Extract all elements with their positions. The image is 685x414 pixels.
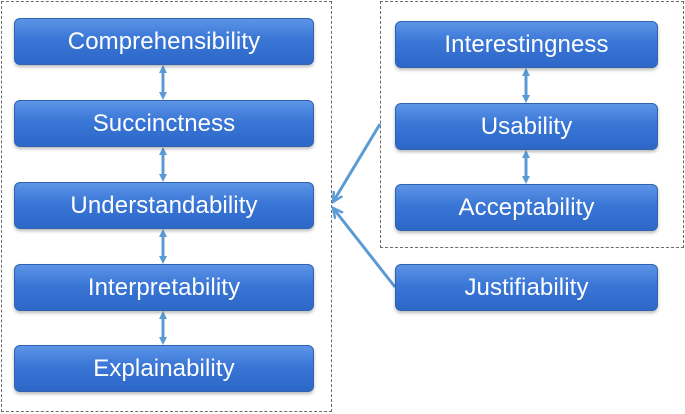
interpretability-box: Interpretability [14, 264, 314, 311]
succinctness-label: Succinctness [92, 109, 236, 137]
succinctness-box: Succinctness [14, 100, 314, 147]
understandability-label: Understandability [70, 191, 258, 219]
interpretability-label: Interpretability [87, 273, 241, 301]
interestingness-box: Interestingness [395, 21, 658, 68]
arrow-right-group-to-understandability [333, 123, 382, 202]
comprehensibility-label: Comprehensibility [67, 27, 261, 55]
acceptability-box: Acceptability [395, 184, 658, 231]
justifiability-label: Justifiability [464, 273, 589, 301]
explainability-label: Explainability [93, 354, 235, 382]
justifiability-box: Justifiability [395, 264, 658, 311]
usability-box: Usability [395, 103, 658, 150]
comprehensibility-box: Comprehensibility [14, 18, 314, 65]
understandability-box: Understandability [14, 182, 314, 229]
arrow-justifiability-to-understandability [333, 208, 397, 288]
interestingness-label: Interestingness [444, 30, 609, 58]
explainability-box: Explainability [14, 345, 314, 392]
acceptability-label: Acceptability [458, 193, 595, 221]
usability-label: Usability [480, 112, 573, 140]
